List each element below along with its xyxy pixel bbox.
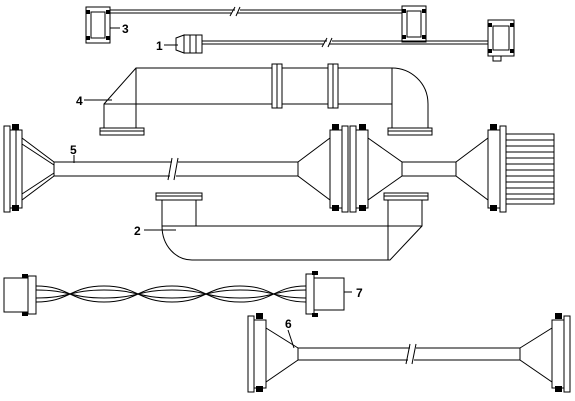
cable-6-assembly [247,313,571,393]
callout-label-4: 4 [76,94,83,108]
cable-6-right-boot [519,327,553,383]
cable-5-assembly [3,124,555,213]
cable-5-left-connector [3,124,23,213]
callout-label-1: 1 [156,39,163,53]
callout-label-5: 5 [70,143,77,157]
callout-label-6: 6 [285,317,292,331]
cable-4-ferrite-left [271,63,283,109]
cable-5-right-boot [455,137,489,201]
callout-leaders [73,27,352,349]
callout-label-2: 2 [134,224,141,238]
cable-3-left-connector [85,6,111,44]
cable-5-mid-boot-left [297,137,331,201]
cable-4-right-connector [387,127,433,136]
cable-1-assembly [175,19,515,62]
cable-3-assembly [85,5,427,44]
cable-5-mid-connector-a [329,124,349,213]
cable-2-ribbon [161,199,423,261]
callout-label-3: 3 [122,22,129,36]
cable-4-ribbon [103,67,429,129]
cable-5-right-connector [487,124,507,213]
cable-4-ferrite-right [327,63,339,109]
cable-4-assembly [99,63,433,136]
cable-2-left-connector [155,192,203,201]
cable-7-twisted-wires [35,285,307,303]
cable-2-right-connector [383,192,429,201]
cable-6-left-connector [247,313,267,393]
cable-3-right-connector [401,5,427,43]
cable-2-assembly [155,192,429,261]
cable-1-left-connector [175,34,203,54]
cable-5-mid-connector-b [349,124,369,213]
cable-7-left-connector [3,274,37,316]
cable-7-right-connector [305,271,345,317]
callout-label-7: 7 [356,286,363,300]
cable-5-mid-boot-right [367,137,403,201]
cable-3-wire [110,6,402,17]
cable-7-assembly [3,271,345,317]
cable-5-ribbon-end [505,133,555,205]
cable-1-wire [202,37,500,60]
cable-6-left-boot [265,327,299,383]
cable-6-wire [298,343,520,365]
cable-6-right-connector [551,313,571,393]
cable-4-left-connector [99,127,145,136]
cable-1-right-connector [487,19,515,62]
cable-5-wire [54,157,298,181]
